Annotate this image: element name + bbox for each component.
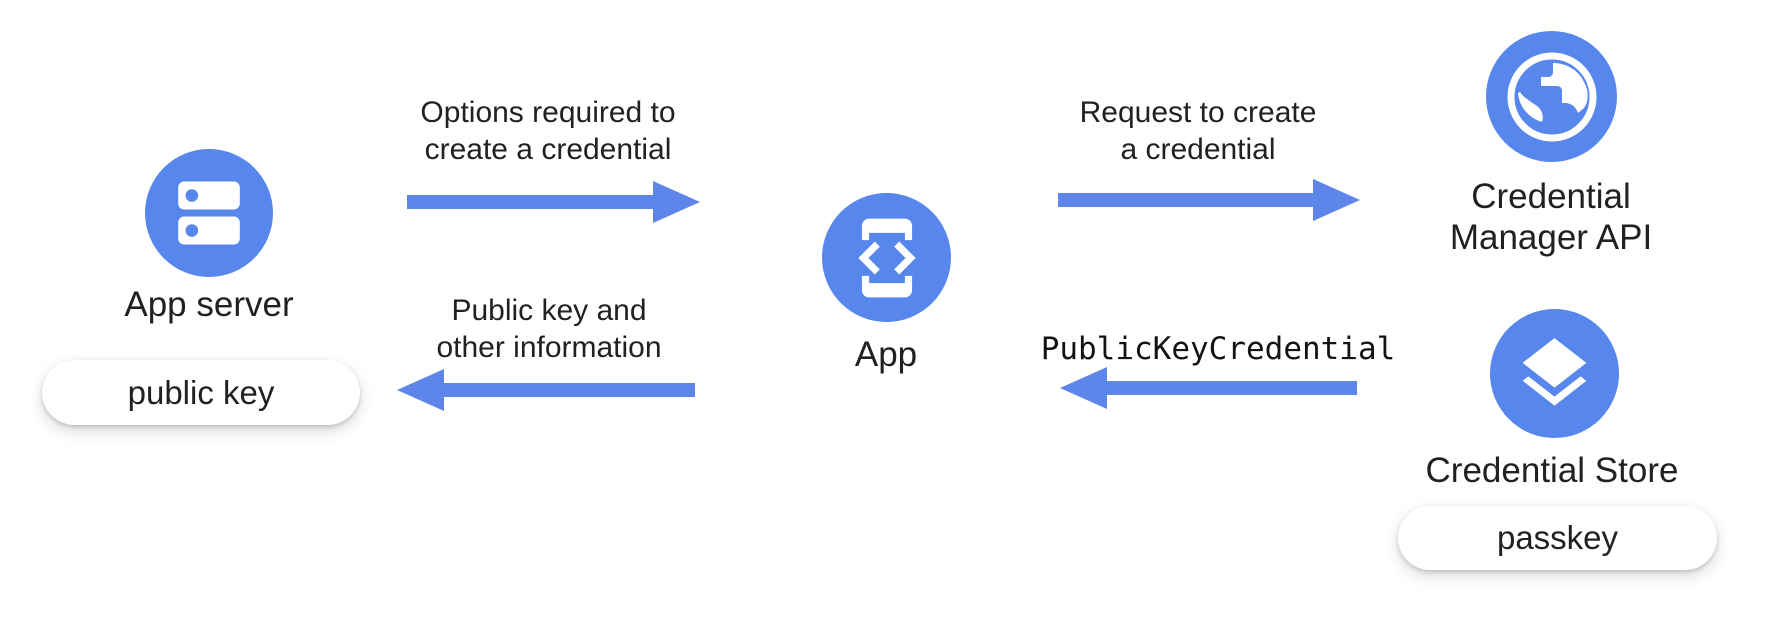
options-flow-label-line1: Options required to [420,96,676,129]
server-icon [178,181,240,245]
public-key-return-arrow-left [397,368,695,412]
app-node [822,193,951,322]
arrow-shaft [439,383,695,397]
app-server-label: App server [124,285,294,324]
layers-icon [1522,338,1587,406]
app-server-node [145,149,273,277]
credential-manager-api-label-line2: Manager API [1449,218,1653,257]
passkey-badge: passkey [1398,506,1717,570]
publickeycredential-label: PublicKeyCredential [1040,331,1396,367]
publickeycredential-arrow-left [1060,366,1357,410]
credential-store-node [1490,309,1619,438]
credential-manager-api-label: Credential Manager API [1391,176,1711,258]
options-flow-label-line2: create a credential [424,133,672,166]
arrow-head-left [1060,367,1107,409]
credential-store-label: Credential Store [1425,451,1679,490]
arrow-shaft [1058,193,1318,207]
request-arrow-right [1058,178,1360,222]
public-key-return-label-line2: other information [436,331,662,364]
arrow-shaft [407,195,658,209]
request-flow-label-line2: a credential [1120,133,1276,166]
arrow-head-right [653,181,700,223]
public-key-return-label: Public key and other information [379,292,719,366]
arrow-head-right [1313,179,1360,221]
public-key-badge: public key [42,360,360,425]
phone-code-icon [857,218,916,297]
request-flow-label: Request to create a credential [1028,94,1368,168]
options-arrow-right [407,180,700,224]
options-flow-label: Options required to create a credential [378,94,718,168]
credential-manager-api-node [1486,31,1617,162]
request-flow-label-line1: Request to create [1079,96,1317,129]
arrow-shaft [1102,381,1357,395]
passkey-badge-text: passkey [1496,519,1619,556]
public-key-badge-text: public key [127,373,275,411]
arrow-head-left [397,369,444,411]
globe-icon [1507,52,1596,141]
app-label: App [854,335,918,374]
credential-manager-api-label-line1: Credential [1471,177,1631,216]
public-key-return-label-line1: Public key and [451,294,647,327]
